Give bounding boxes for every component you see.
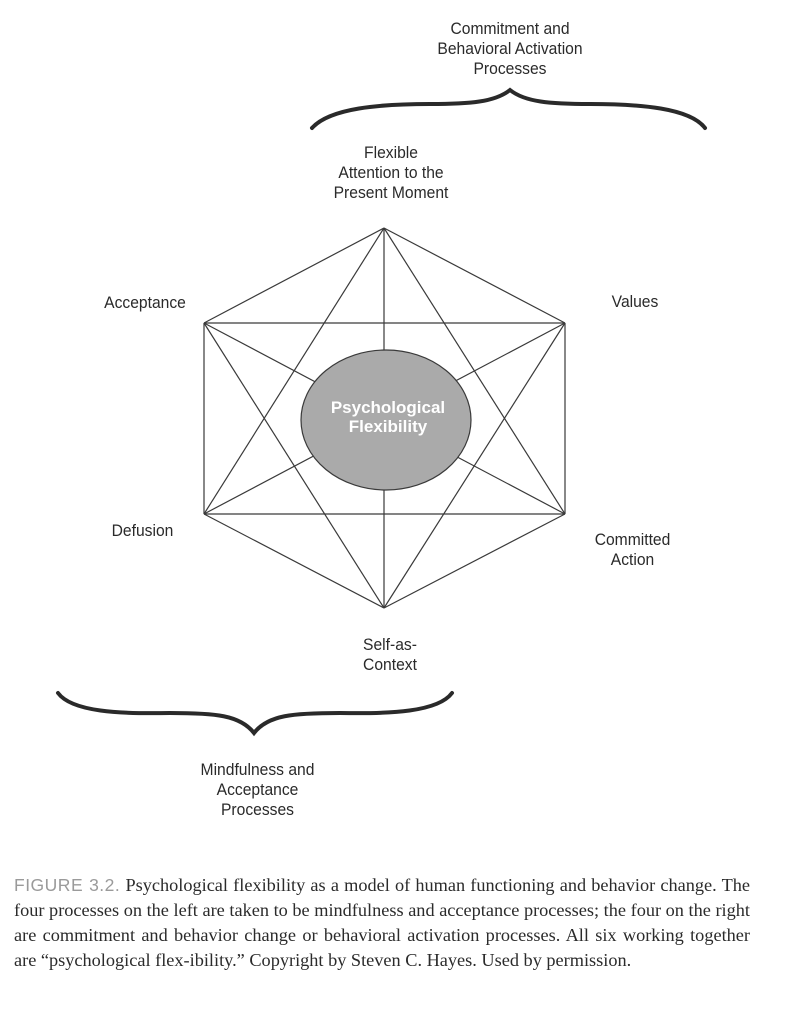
- mindfulness-brace: [56, 691, 454, 737]
- center-ellipse: [300, 349, 472, 491]
- edge-lower-right-bottom: [383, 513, 566, 609]
- caption-text: Psychological flexibility as a model of …: [14, 875, 750, 971]
- node-label-top: Flexible Attention to the Present Moment: [333, 143, 449, 202]
- edge-bottom-upper-left: [203, 322, 385, 609]
- node-label-lower-right: Committed Action: [594, 530, 671, 569]
- node-label-upper-right: Values: [611, 292, 659, 311]
- node-label-bottom: Self-as- Context: [363, 635, 417, 674]
- node-label-upper-left: Acceptance: [104, 293, 186, 312]
- edge-top-upper-right: [383, 227, 566, 324]
- group-label-mindfulness: Mindfulness and Acceptance Processes: [200, 760, 315, 819]
- center-label-line: Flexibility: [349, 417, 428, 436]
- edge-bottom-lower-left: [203, 513, 385, 609]
- hexagon-edges: [203, 227, 566, 609]
- group-label-commitment: Commitment and Behavioral Activation Pro…: [437, 19, 583, 78]
- edge-top-upper-left: [203, 227, 385, 324]
- figure-number: FIGURE 3.2.: [14, 875, 121, 896]
- center-label-line: Psychological: [331, 398, 445, 417]
- node-label-lower-left: Defusion: [111, 521, 174, 540]
- figure-caption: FIGURE 3.2. Psychological flexibility as…: [14, 873, 750, 973]
- commitment-brace: [310, 87, 707, 130]
